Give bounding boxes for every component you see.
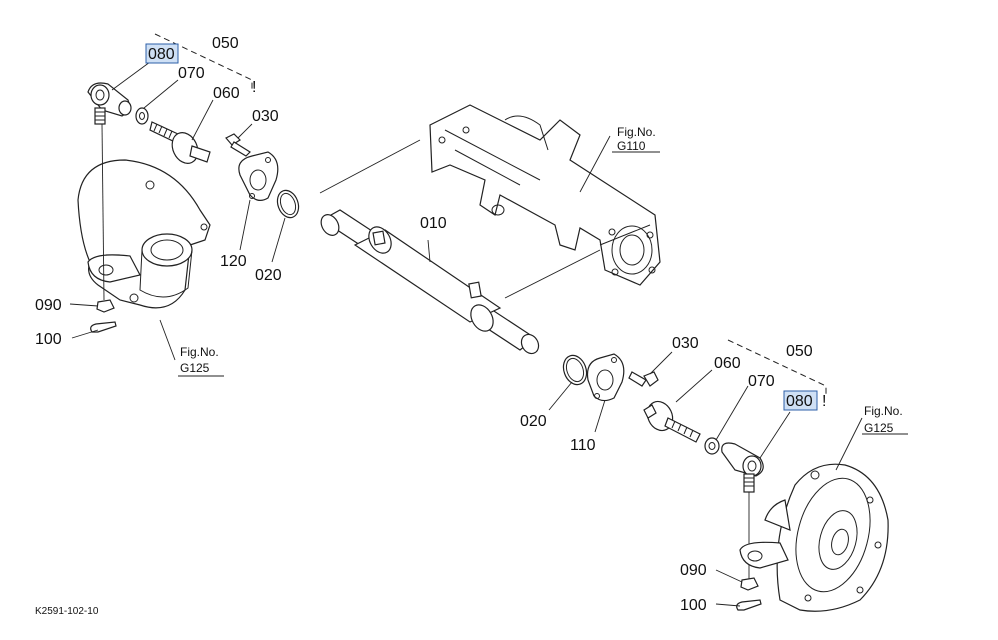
part-labels: 050 080 070 060 030 ! 120 020 010 090 10…: [35, 35, 826, 614]
axle-housing: [429, 104, 661, 286]
fig-ref-g125-left-title: Fig.No.: [180, 345, 219, 359]
nut-090-left: [96, 299, 115, 313]
highlight-080-left: [145, 43, 179, 64]
label-070-right[interactable]: 070: [748, 373, 775, 390]
snap-ring-020-right: [562, 354, 588, 386]
snap-ring-020-left: [276, 189, 300, 219]
fig-ref-g125-right-title: Fig.No.: [864, 404, 903, 418]
leader-housing-right: [504, 249, 601, 299]
bracket-120: [238, 151, 279, 201]
label-bang-right: !: [822, 393, 826, 410]
axis-line-left: [101, 123, 105, 301]
label-080-right[interactable]: 080: [786, 393, 813, 410]
cotter-pin-100-right: [736, 599, 762, 611]
fig-ref-g110-title: Fig.No.: [617, 125, 656, 139]
label-100-right[interactable]: 100: [680, 597, 707, 614]
nut-070-left: [135, 107, 149, 125]
tie-rod-end-left: [87, 82, 132, 125]
label-080-left[interactable]: 080: [148, 46, 175, 63]
label-120[interactable]: 120: [220, 253, 247, 270]
label-030-right[interactable]: 030: [672, 335, 699, 352]
drawing-code: K2591-102-10: [35, 606, 99, 617]
knuckle-right: [739, 463, 889, 612]
label-090-left[interactable]: 090: [35, 297, 62, 314]
label-010[interactable]: 010: [420, 215, 447, 232]
nut-070-right: [704, 437, 720, 455]
label-020-right[interactable]: 020: [520, 413, 547, 430]
tie-rod-stud-060-left: [149, 121, 211, 164]
bracket-110: [586, 353, 625, 402]
tie-rod-end-right: [721, 442, 764, 493]
nut-090-right: [740, 577, 759, 591]
tie-rod-stud-060-right: [643, 400, 701, 443]
bolt-030-right: [628, 371, 659, 387]
label-070-left[interactable]: 070: [178, 65, 205, 82]
fig-ref-g125-left-number[interactable]: G125: [180, 361, 210, 375]
assembly-bracket-right: [727, 339, 827, 396]
label-050-right: 050: [786, 343, 813, 360]
cotter-pin-100-left: [90, 321, 117, 333]
highlight-080-right: [783, 390, 818, 411]
label-030-left[interactable]: 030: [252, 108, 279, 125]
fig-ref-g125-right-number[interactable]: G125: [864, 421, 894, 435]
label-060-right[interactable]: 060: [714, 355, 741, 372]
fig-ref-g110-number[interactable]: G110: [617, 139, 646, 153]
label-bang-left: !: [252, 79, 256, 96]
label-100-left[interactable]: 100: [35, 331, 62, 348]
label-110[interactable]: 110: [570, 437, 596, 454]
leader-lines: [69, 61, 908, 607]
label-050-left: 050: [212, 35, 239, 52]
assembly-bracket-left: [154, 33, 253, 92]
knuckle-left: [77, 159, 211, 309]
figure-references: Fig.No. G110 Fig.No. G125 Fig.No. G125: [180, 125, 903, 435]
label-060-left[interactable]: 060: [213, 85, 240, 102]
label-090-right[interactable]: 090: [680, 562, 707, 579]
bolt-030-left: [225, 133, 251, 157]
steering-cylinder: [320, 209, 540, 355]
leader-housing-left: [319, 139, 421, 194]
label-020-left[interactable]: 020: [255, 267, 282, 284]
